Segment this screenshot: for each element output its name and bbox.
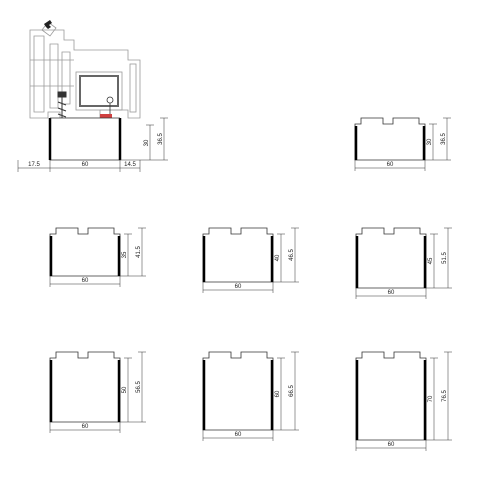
height-label-inner: 70 <box>428 395 434 402</box>
dim-label-left: 17.5 <box>28 162 40 168</box>
dim-label-h1: 30 <box>144 139 150 146</box>
height-label-inner: 45 <box>428 257 434 264</box>
profile-outline <box>202 227 274 283</box>
width-label: 60 <box>388 290 395 296</box>
extension-profile: 60 40 46.5 <box>202 227 299 293</box>
profiles-group: 60 30 36.5 60 35 41.5 60 40 46.5 60 45 51.5 60 50 56.5… <box>49 117 452 451</box>
profile-outline <box>49 351 121 423</box>
width-label: 60 <box>82 424 89 430</box>
profile-outline <box>202 351 274 431</box>
width-label: 60 <box>387 162 394 168</box>
top-height-dimensions <box>120 117 168 161</box>
profile-outline <box>355 227 427 289</box>
fixing-clip-icon <box>106 96 114 114</box>
profile-outline <box>355 351 427 441</box>
height-label-outer: 46.5 <box>289 249 295 261</box>
height-label-inner: 30 <box>427 138 433 145</box>
base-extension-profile <box>48 117 122 161</box>
width-label: 60 <box>235 432 242 438</box>
extension-profile: 60 35 41.5 <box>49 227 146 287</box>
profile-outline <box>354 117 426 161</box>
window-frame-profile <box>29 21 141 119</box>
width-label: 60 <box>235 284 242 290</box>
extension-profile: 60 30 36.5 <box>354 117 451 171</box>
extension-profile: 60 50 56.5 <box>49 351 146 433</box>
profile-outline <box>49 227 121 277</box>
width-label: 60 <box>388 442 395 448</box>
seal-strip <box>100 114 112 118</box>
dim-label-right: 14.5 <box>124 162 136 168</box>
height-label-outer: 51.5 <box>442 252 448 264</box>
installation-detail: 17.5 60 14.5 30 36.5 <box>17 20 168 172</box>
height-label-outer: 41.5 <box>136 246 142 258</box>
extension-profile: 60 70 76.5 <box>355 351 452 451</box>
dim-label-h2: 36.5 <box>158 133 164 145</box>
height-label-outer: 66.5 <box>289 385 295 397</box>
height-label-inner: 35 <box>122 251 128 258</box>
height-label-outer: 76.5 <box>442 390 448 402</box>
width-label: 60 <box>82 278 89 284</box>
top-width-dimensions <box>17 160 141 172</box>
extension-profile: 60 45 51.5 <box>355 227 452 299</box>
height-label-inner: 50 <box>122 386 128 393</box>
key-icon <box>44 20 52 29</box>
dim-label-width: 60 <box>82 162 89 168</box>
steel-reinforcement <box>79 75 119 107</box>
extension-profile: 60 60 66.5 <box>202 351 299 441</box>
height-label-outer: 36.5 <box>441 133 447 145</box>
height-label-inner: 40 <box>275 254 281 261</box>
height-label-outer: 56.5 <box>136 381 142 393</box>
height-label-inner: 60 <box>275 390 281 397</box>
